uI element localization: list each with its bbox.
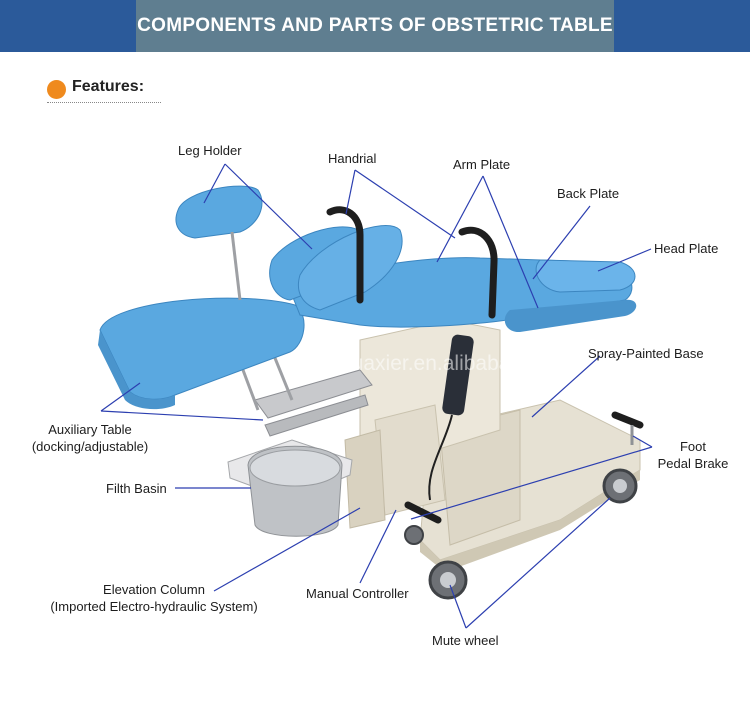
label-elevation-column-line1: Elevation Column xyxy=(103,582,205,597)
label-head-plate: Head Plate xyxy=(654,241,719,256)
label-manual-controller: Manual Controller xyxy=(306,586,409,601)
label-leg-holder: Leg Holder xyxy=(178,143,242,158)
leader-lines xyxy=(100,163,653,629)
label-foot-pedal-brake-line1: Foot xyxy=(679,439,706,454)
foot-cushion xyxy=(98,297,305,410)
mute-wheels xyxy=(404,468,638,600)
label-elevation-column-line2: (Imported Electro-hydraulic System) xyxy=(50,599,258,614)
label-handrial: Handrial xyxy=(328,151,377,166)
features-underline xyxy=(47,102,161,103)
label-elevation-column: Elevation Column (Imported Electro-hydra… xyxy=(34,581,274,615)
label-filth-basin: Filth Basin xyxy=(106,481,167,496)
filth-basin xyxy=(227,439,353,537)
watermark-text: huaxier.en.alibaba.com xyxy=(340,352,556,375)
label-back-plate: Back Plate xyxy=(557,186,620,201)
foot-pedal-brake xyxy=(404,411,644,524)
bullet-dot-icon xyxy=(47,80,66,99)
label-foot-pedal-brake-line2: Pedal Brake xyxy=(657,456,729,471)
page-title: COMPONENTS AND PARTS OF OBSTETRIC TABLE xyxy=(137,15,613,36)
features-heading: Features: xyxy=(72,78,145,95)
header-left-bar xyxy=(0,0,136,52)
label-foot-pedal-brake: Foot Pedal Brake xyxy=(653,438,733,472)
label-mute-wheel: Mute wheel xyxy=(432,633,499,648)
handrails xyxy=(326,206,498,319)
leg-holders xyxy=(175,185,403,311)
label-auxiliary-table-line2: (docking/adjustable) xyxy=(31,439,149,454)
header-title-box: COMPONENTS AND PARTS OF OBSTETRIC TABLE xyxy=(136,0,614,52)
label-arm-plate: Arm Plate xyxy=(453,157,511,172)
label-spray-painted-base: Spray-Painted Base xyxy=(588,346,704,361)
manual-controller xyxy=(428,334,474,501)
label-auxiliary-table-line1: Auxiliary Table xyxy=(48,422,132,437)
label-auxiliary-table: Auxiliary Table (docking/adjustable) xyxy=(15,421,165,455)
header-right-bar xyxy=(614,0,750,52)
